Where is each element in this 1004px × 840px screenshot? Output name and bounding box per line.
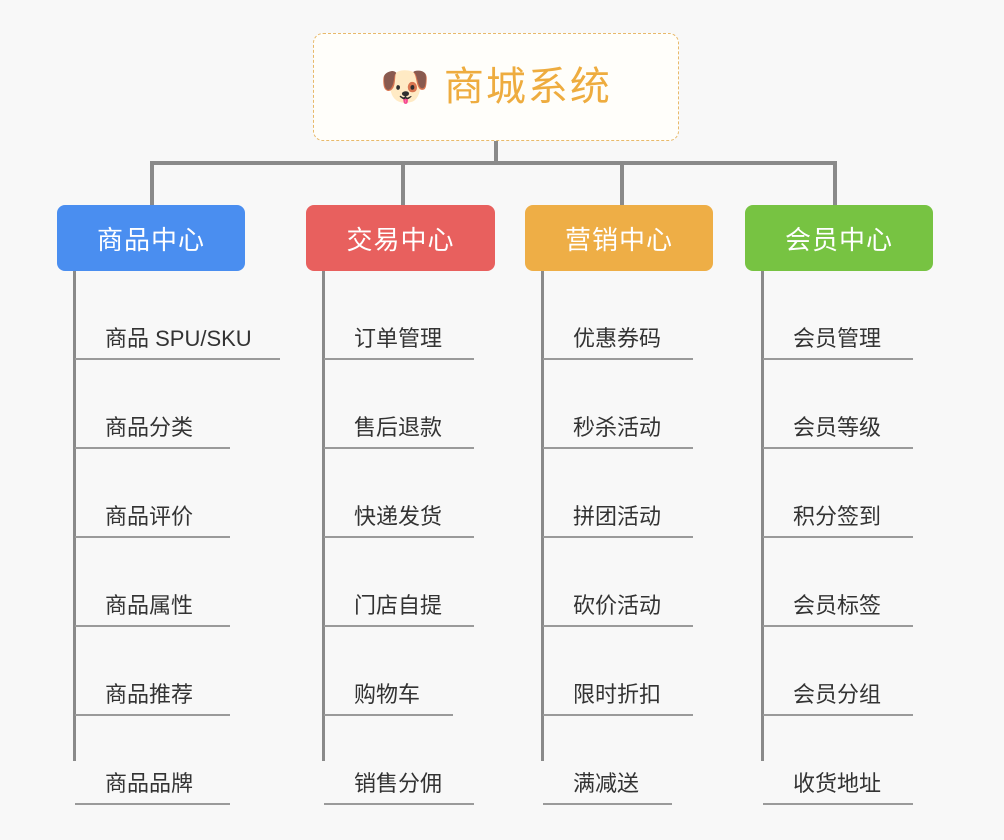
leaf-underline [324, 447, 474, 449]
list-item-label: 满减送 [573, 771, 640, 796]
list-item-label: 会员管理 [793, 326, 882, 351]
root-node[interactable]: 🐶 商城系统 [313, 33, 679, 141]
leaf-underline [324, 803, 474, 805]
dog-face-icon: 🐶 [380, 65, 430, 109]
list-item[interactable]: 售后退款 [324, 360, 521, 449]
leaf-underline [763, 803, 913, 805]
list-item[interactable]: 购物车 [324, 627, 521, 716]
connector-drop-marketing [620, 161, 624, 205]
list-item[interactable]: 门店自提 [324, 538, 521, 627]
branch-items-member: 会员管理 会员等级 积分签到 会员标签 会员分组 收货地址 [745, 271, 960, 805]
list-item-label: 会员标签 [793, 593, 882, 618]
category-trade-label: 交易中心 [346, 224, 455, 255]
branch-items-marketing: 优惠券码 秒杀活动 拼团活动 砍价活动 限时折扣 满减送 [525, 271, 740, 805]
list-item-label: 商品分类 [105, 415, 194, 440]
category-member-label: 会员中心 [784, 224, 893, 255]
leaf-underline [543, 625, 693, 627]
leaf-underline [763, 625, 913, 627]
category-marketing[interactable]: 营销中心 [525, 205, 713, 271]
list-item[interactable]: 会员等级 [763, 360, 960, 449]
list-item-label: 商品评价 [105, 504, 194, 529]
leaf-underline [75, 536, 230, 538]
connector-drop-product [150, 161, 154, 205]
list-item[interactable]: 商品属性 [75, 538, 287, 627]
list-item-label: 购物车 [354, 682, 421, 707]
branch-trade: 交易中心 订单管理 售后退款 快递发货 门店自提 购物车 [306, 205, 521, 805]
list-item[interactable]: 满减送 [543, 716, 740, 805]
leaf-underline [75, 625, 230, 627]
list-item-label: 订单管理 [354, 326, 443, 351]
list-item[interactable]: 商品品牌 [75, 716, 287, 805]
list-item[interactable]: 限时折扣 [543, 627, 740, 716]
leaf-underline [543, 714, 693, 716]
category-trade[interactable]: 交易中心 [306, 205, 495, 271]
connector-root-stem [494, 141, 498, 164]
list-item-label: 优惠券码 [573, 326, 662, 351]
category-member[interactable]: 会员中心 [745, 205, 933, 271]
category-product[interactable]: 商品中心 [57, 205, 245, 271]
list-item[interactable]: 商品分类 [75, 360, 287, 449]
list-item-label: 砍价活动 [573, 593, 662, 618]
list-item-label: 售后退款 [354, 415, 443, 440]
leaf-underline [543, 536, 693, 538]
list-item[interactable]: 秒杀活动 [543, 360, 740, 449]
list-item-label: 秒杀活动 [573, 415, 662, 440]
leaf-underline [324, 714, 453, 716]
connector-drop-trade [401, 161, 405, 205]
list-item[interactable]: 会员管理 [763, 271, 960, 360]
branch-items-trade: 订单管理 售后退款 快递发货 门店自提 购物车 销售分佣 [306, 271, 521, 805]
list-item-label: 商品品牌 [105, 771, 194, 796]
category-product-label: 商品中心 [96, 224, 205, 255]
category-marketing-label: 营销中心 [564, 224, 673, 255]
leaf-underline [75, 714, 230, 716]
list-item[interactable]: 拼团活动 [543, 449, 740, 538]
list-item-label: 商品推荐 [105, 682, 194, 707]
leaf-underline [75, 447, 230, 449]
list-item-label: 商品 SPU/SKU [105, 326, 252, 351]
list-item[interactable]: 收货地址 [763, 716, 960, 805]
leaf-underline [75, 358, 280, 360]
list-item-label: 限时折扣 [573, 682, 662, 707]
leaf-underline [763, 447, 913, 449]
list-item[interactable]: 会员分组 [763, 627, 960, 716]
leaf-underline [763, 358, 913, 360]
list-item-label: 门店自提 [354, 593, 443, 618]
list-item[interactable]: 优惠券码 [543, 271, 740, 360]
leaf-underline [763, 536, 913, 538]
list-item[interactable]: 商品推荐 [75, 627, 287, 716]
leaf-underline [324, 536, 474, 538]
leaf-underline [324, 358, 474, 360]
list-item-label: 拼团活动 [573, 504, 662, 529]
leaf-underline [763, 714, 913, 716]
list-item[interactable]: 商品评价 [75, 449, 287, 538]
list-item-label: 收货地址 [793, 771, 882, 796]
list-item[interactable]: 快递发货 [324, 449, 521, 538]
branch-member: 会员中心 会员管理 会员等级 积分签到 会员标签 会员分组 [745, 205, 960, 805]
list-item[interactable]: 砍价活动 [543, 538, 740, 627]
list-item-label: 销售分佣 [354, 771, 443, 796]
list-item[interactable]: 商品 SPU/SKU [75, 271, 287, 360]
leaf-underline [75, 803, 230, 805]
branch-product: 商品中心 商品 SPU/SKU 商品分类 商品评价 商品属性 商品推荐 [57, 205, 287, 805]
branch-marketing: 营销中心 优惠券码 秒杀活动 拼团活动 砍价活动 限时折扣 [525, 205, 740, 805]
root-title: 商城系统 [443, 65, 612, 109]
leaf-underline [324, 625, 474, 627]
leaf-underline [543, 447, 693, 449]
leaf-underline [543, 358, 693, 360]
connector-horizontal-bus [150, 161, 837, 165]
connector-drop-member [833, 161, 837, 205]
list-item-label: 会员分组 [793, 682, 882, 707]
list-item-label: 会员等级 [793, 415, 882, 440]
list-item-label: 快递发货 [354, 504, 443, 529]
list-item[interactable]: 销售分佣 [324, 716, 521, 805]
list-item[interactable]: 订单管理 [324, 271, 521, 360]
list-item-label: 商品属性 [105, 593, 194, 618]
branch-items-product: 商品 SPU/SKU 商品分类 商品评价 商品属性 商品推荐 商品品牌 [57, 271, 287, 805]
leaf-underline [543, 803, 672, 805]
list-item[interactable]: 积分签到 [763, 449, 960, 538]
list-item[interactable]: 会员标签 [763, 538, 960, 627]
list-item-label: 积分签到 [793, 504, 882, 529]
